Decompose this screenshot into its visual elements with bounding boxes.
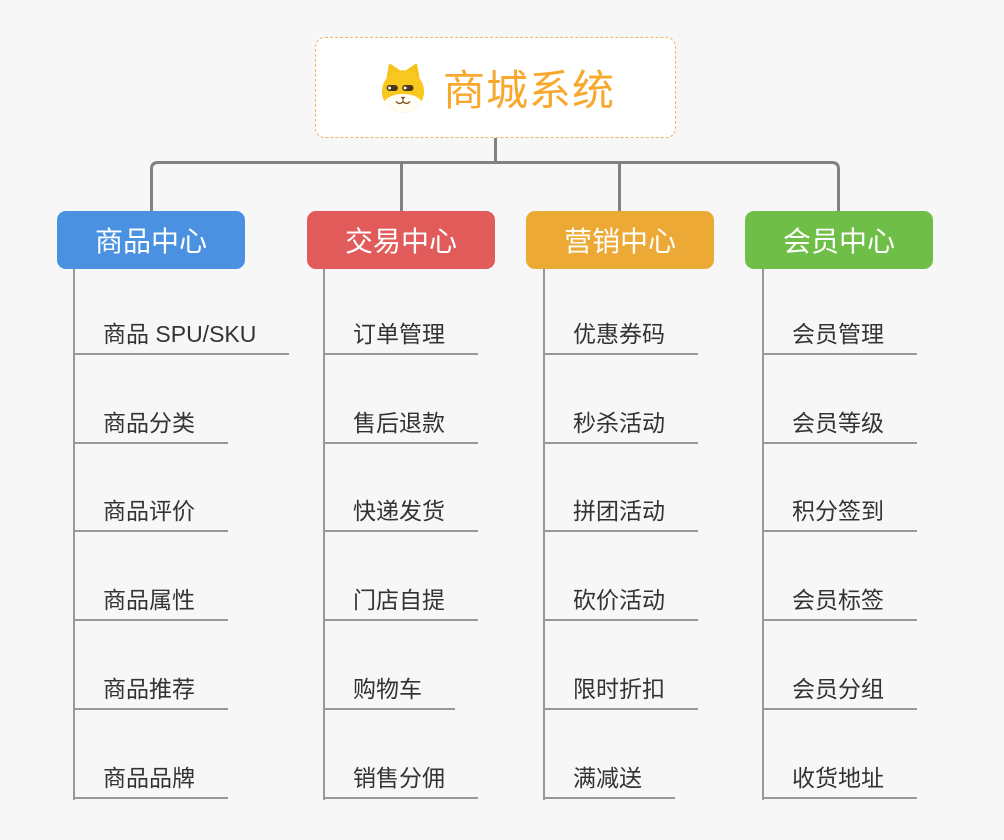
branch-spine [323,269,325,800]
dog-face-icon [376,62,430,114]
leaf-node[interactable]: 限时折扣 [543,674,698,710]
leaf-node[interactable]: 优惠券码 [543,319,698,355]
leaf-node[interactable]: 商品评价 [73,496,228,532]
leaf-node[interactable]: 商品品牌 [73,763,228,799]
root-title: 商城系统 [442,67,615,114]
branch-spine [73,269,75,800]
leaf-node[interactable]: 购物车 [323,674,455,710]
branch-member-center[interactable]: 会员中心 [745,211,933,269]
leaf-node[interactable]: 积分签到 [762,496,917,532]
leaf-node[interactable]: 收货地址 [762,763,917,799]
leaf-node[interactable]: 会员管理 [762,319,917,355]
leaf-node[interactable]: 会员分组 [762,674,917,710]
leaf-node[interactable]: 门店自提 [323,585,478,621]
branch-spine [543,269,545,800]
branch-marketing-center[interactable]: 营销中心 [526,211,714,269]
leaf-node[interactable]: 商品分类 [73,408,228,444]
leaf-node[interactable]: 砍价活动 [543,585,698,621]
leaf-node[interactable]: 商品 SPU/SKU [73,319,290,355]
leaf-node[interactable]: 会员等级 [762,408,917,444]
leaf-node[interactable]: 销售分佣 [323,763,478,799]
root-node[interactable]: 商城系统 [315,37,676,138]
leaf-node[interactable]: 快递发货 [323,496,478,532]
leaf-node[interactable]: 会员标签 [762,585,917,621]
branch-spine [762,269,764,800]
branch-bus-line [150,161,840,211]
leaf-node[interactable]: 商品属性 [73,585,228,621]
leaf-node[interactable]: 订单管理 [323,319,478,355]
leaf-node[interactable]: 秒杀活动 [543,408,698,444]
branch-trade-center[interactable]: 交易中心 [307,211,495,269]
branch-product-center[interactable]: 商品中心 [57,211,245,269]
leaf-node[interactable]: 商品推荐 [73,674,228,710]
leaf-node[interactable]: 售后退款 [323,408,478,444]
leaf-node[interactable]: 满减送 [543,763,675,799]
leaf-node[interactable]: 拼团活动 [543,496,698,532]
